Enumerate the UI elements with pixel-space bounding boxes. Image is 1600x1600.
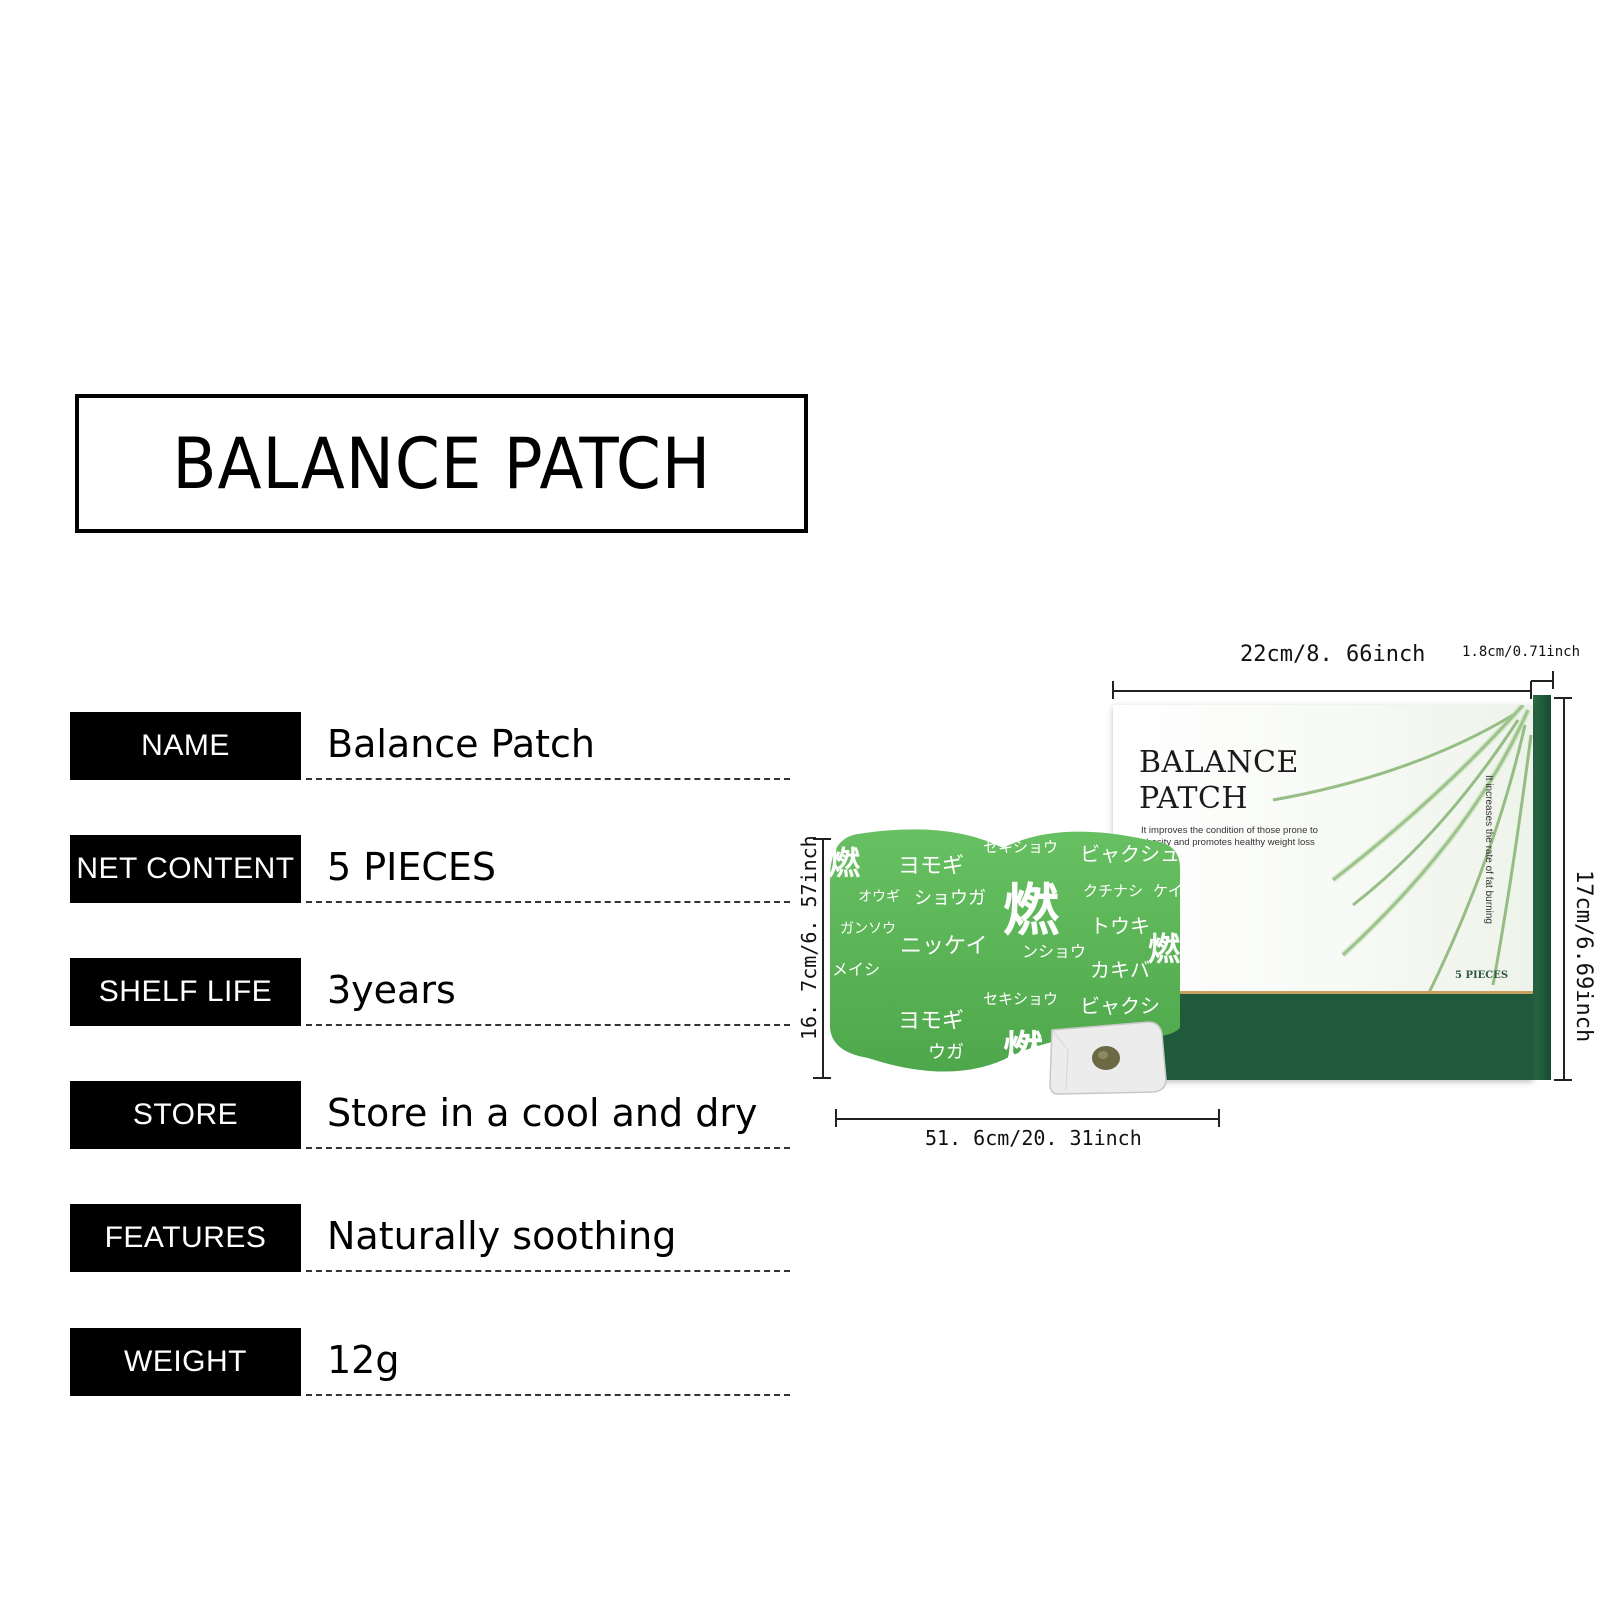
patch-word: ンショウ (1022, 942, 1087, 961)
box-height-label: 17cm/6.69inch (1571, 870, 1596, 1043)
spec-label: WEIGHT (70, 1328, 301, 1396)
spec-row-shelf-life: SHELF LIFE 3years (70, 958, 790, 1026)
patch-word: ニッケイ (900, 934, 988, 959)
dimension-tick (835, 1109, 837, 1127)
dimension-tick (1530, 681, 1532, 699)
patch-word: ヨモギ (898, 854, 965, 879)
spec-value: 3years (327, 968, 456, 1012)
leaf-graphic (1272, 705, 1533, 1006)
dimension-tick (1112, 681, 1114, 699)
patch-word: ウガ (928, 1042, 964, 1063)
patch-shape (830, 829, 1180, 1072)
dashed-divider (306, 1394, 790, 1396)
patch-word: ヨモギ (898, 1009, 965, 1034)
title-box: BALANCE PATCH (75, 394, 808, 533)
patch-kanji: 燃 (1003, 1028, 1043, 1074)
page-title: BALANCE PATCH (172, 422, 711, 505)
product-box: BALANCE PATCH It improves the condition … (1113, 705, 1533, 1080)
box-vertical-text: It increases the rate of fat burning (1483, 775, 1494, 924)
spec-label: NAME (70, 712, 301, 780)
box-height-line (1563, 697, 1565, 1080)
patch-kanji: 燃 (1148, 930, 1181, 968)
dimension-tick (1554, 697, 1572, 699)
spec-value: 5 PIECES (327, 845, 497, 889)
spec-label: NET CONTENT (70, 835, 301, 903)
box-green-band (1113, 994, 1533, 1080)
spec-label: SHELF LIFE (70, 958, 301, 1026)
patch-width-line (836, 1118, 1219, 1120)
patch-height-line (822, 838, 824, 1078)
spec-row-features: FEATURES Naturally soothing (70, 1204, 790, 1272)
patch-word: セキショウ (983, 990, 1059, 1008)
patch-word: ビャクシ (1080, 994, 1160, 1018)
patch-kanji: 燃 (1003, 879, 1059, 944)
box-width-label: 22cm/8. 66inch (1240, 642, 1426, 667)
gold-stripe (1113, 991, 1533, 994)
dashed-divider (306, 901, 790, 903)
patch-word: カキバ (1090, 958, 1150, 982)
spec-value: 12g (327, 1338, 400, 1382)
patch-word: クチナシ (1083, 882, 1144, 900)
spec-value: Balance Patch (327, 722, 596, 766)
patch-word: オウギ (858, 889, 900, 905)
spec-row-store: STORE Store in a cool and dry (70, 1081, 790, 1149)
dashed-divider (306, 1270, 790, 1272)
patch-height-label: 16. 7cm/6. 57inch (797, 835, 821, 1040)
spec-label: FEATURES (70, 1204, 301, 1272)
dimension-tick (1218, 1109, 1220, 1127)
dashed-divider (306, 1024, 790, 1026)
spec-row-net-content: NET CONTENT 5 PIECES (70, 835, 790, 903)
dashed-divider (306, 778, 790, 780)
patch-width-label: 51. 6cm/20. 31inch (925, 1126, 1142, 1150)
spec-value: Store in a cool and dry (327, 1091, 758, 1135)
patch-word: ケイ (1153, 882, 1183, 900)
box-title-line-2: PATCH (1139, 781, 1249, 816)
patch-word: ショウガ (914, 888, 986, 909)
patch-word: トウキ (1090, 914, 1150, 938)
dimension-tick (1552, 671, 1554, 689)
box-subtitle: It improves the condition of those prone… (1141, 825, 1318, 848)
patch-word: メイシ (832, 960, 881, 979)
box-pieces: 5 PIECES (1455, 970, 1509, 981)
patch-kanji: 燃 (828, 844, 861, 882)
spec-row-weight: WEIGHT 12g (70, 1328, 790, 1396)
patch-word: セキショウ (983, 838, 1059, 856)
green-patch: ヨモギ セキショウ ビャクシュ 燃 オウギ ショウガ クチナシ ケイ ニッケイ … (828, 828, 1183, 1074)
box-title-line-1: BALANCE (1139, 745, 1299, 780)
box-side (1533, 695, 1551, 1080)
spec-label: STORE (70, 1081, 301, 1149)
herbal-sachet (1048, 1020, 1168, 1096)
dimension-tick (1554, 1079, 1572, 1081)
patch-word: ガンソウ (840, 921, 896, 937)
patch-word: ビャクシュ (1080, 842, 1180, 866)
box-depth-label: 1.8cm/0.71inch (1462, 644, 1581, 660)
box-title: BALANCE PATCH (1139, 745, 1299, 817)
dimension-tick (813, 838, 831, 840)
spec-value: Naturally soothing (327, 1214, 677, 1258)
spec-row-name: NAME Balance Patch (70, 712, 790, 780)
box-depth-line (1531, 680, 1553, 682)
sachet-image (1049, 1021, 1167, 1095)
dashed-divider (306, 1147, 790, 1149)
dimension-tick (813, 1077, 831, 1079)
box-width-line (1113, 690, 1531, 692)
